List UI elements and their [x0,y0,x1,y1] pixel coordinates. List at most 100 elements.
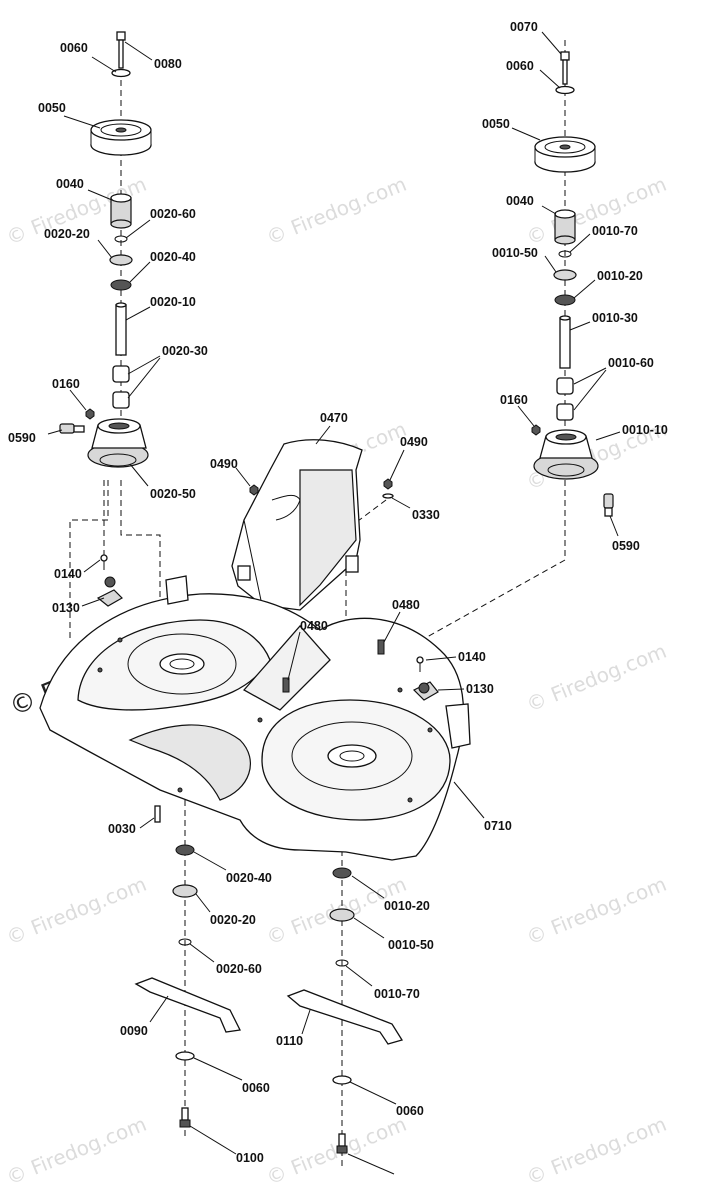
right-spindle-assembly [531,51,614,517]
bearing-icon [553,269,577,281]
part-label: 0050 [38,101,66,115]
snap-ring-icon [178,938,192,946]
washer-icon [111,68,131,78]
part-label: 0010-50 [388,938,434,952]
part-label: 0030 [108,822,136,836]
part-label: 0010-20 [597,269,643,283]
grease-fitting-icon [59,423,85,434]
bolt-icon [100,554,108,570]
bolt-icon [416,656,424,672]
watermark-text: © Firedog.com [523,1112,670,1190]
part-label: 0020-30 [162,344,208,358]
part-label: 0110 [276,1034,303,1048]
left-spindle-assembly [59,31,152,468]
pulley-icon [90,119,152,156]
shaft-icon [559,315,571,369]
part-labels: 0060 0080 0050 0040 0020-60 0020-20 0020… [8,20,668,1165]
watermark-text: © Firedog.com [3,1112,150,1190]
part-label: 0040 [56,177,84,191]
part-label: 0020-20 [44,227,90,241]
part-label: 0020-40 [226,871,272,885]
part-label: 0060 [242,1081,270,1095]
washer-icon [332,1075,352,1085]
part-label: 0010-70 [592,224,638,238]
part-label: 0050 [482,117,510,131]
mower-deck-icon [39,575,471,861]
part-label: 0090 [120,1024,148,1038]
part-label: 0590 [612,539,640,553]
bolt-icon [282,677,290,693]
bolt-icon [336,1133,348,1154]
part-label: 0070 [510,20,538,34]
bearing-icon [332,867,352,879]
part-label: 0480 [392,598,420,612]
nut-icon [531,424,541,436]
washer-icon [175,1051,195,1061]
watermark-text: © Firedog.com [263,172,410,250]
part-label: 0010-20 [384,899,430,913]
part-label: 0470 [320,411,348,425]
part-label: 0710 [484,819,512,833]
spacer-icon [110,193,132,229]
bearing-icon [329,908,355,922]
gauge-wheel-bracket-icon [96,576,123,607]
part-label: 0040 [506,194,534,208]
nut-icon [249,484,259,496]
bearing-icon [110,279,132,291]
spindle-housing-icon [533,429,599,480]
blade-icon [286,989,404,1045]
snap-ring-icon [114,235,128,243]
spacer-icon [112,391,130,409]
part-label: 0060 [396,1104,424,1118]
bearing-icon [172,884,198,898]
part-label: 0080 [154,57,182,71]
part-label: 0010-30 [592,311,638,325]
bearing-icon [175,844,195,856]
part-label: 0020-60 [216,962,262,976]
part-label: 0490 [210,457,238,471]
part-label: 0130 [52,601,80,615]
part-label: 0060 [60,41,88,55]
pulley-icon [534,136,596,173]
washer-icon [555,85,575,95]
belt-cover-icon [231,439,363,611]
part-label: 0480 [300,619,328,633]
part-label: 0020-20 [210,913,256,927]
spindle-housing-icon [87,418,149,468]
part-label: 0010-50 [492,246,538,260]
watermark-text: © Firedog.com [523,639,670,717]
part-label: 0020-10 [150,295,196,309]
watermark-text: © Firedog.com [263,1112,410,1190]
shaft-icon [115,302,127,356]
bolt-icon [179,1107,191,1128]
bolt-icon [377,639,385,655]
spacer-icon [556,377,574,395]
watermark-text: © Firedog.com [523,872,670,950]
part-label: 0330 [412,508,440,522]
snap-ring-icon [558,250,572,258]
watermark-text: © Firedog.com [3,872,150,950]
nut-icon [85,408,95,420]
blade-icon [134,977,241,1033]
gauge-wheel-bracket-icon [412,681,439,701]
part-label: 0100 [236,1151,264,1165]
part-label: 0010-60 [608,356,654,370]
nut-icon [383,478,393,490]
part-label: 0140 [54,567,82,581]
bolt-icon [154,805,161,823]
part-label: 0490 [400,435,428,449]
bolt-icon [560,51,570,85]
part-label: 0130 [466,682,494,696]
part-label: 0010-70 [374,987,420,1001]
part-label: 0010-10 [622,423,668,437]
part-label: 0590 [8,431,36,445]
part-label: 0020-50 [150,487,196,501]
bolt-icon [116,31,126,69]
snap-ring-icon [335,959,349,967]
part-label: 0060 [506,59,534,73]
part-label: 0160 [52,377,80,391]
bearing-icon [109,254,133,266]
part-label: 0020-60 [150,207,196,221]
lower-hardware [172,844,355,967]
